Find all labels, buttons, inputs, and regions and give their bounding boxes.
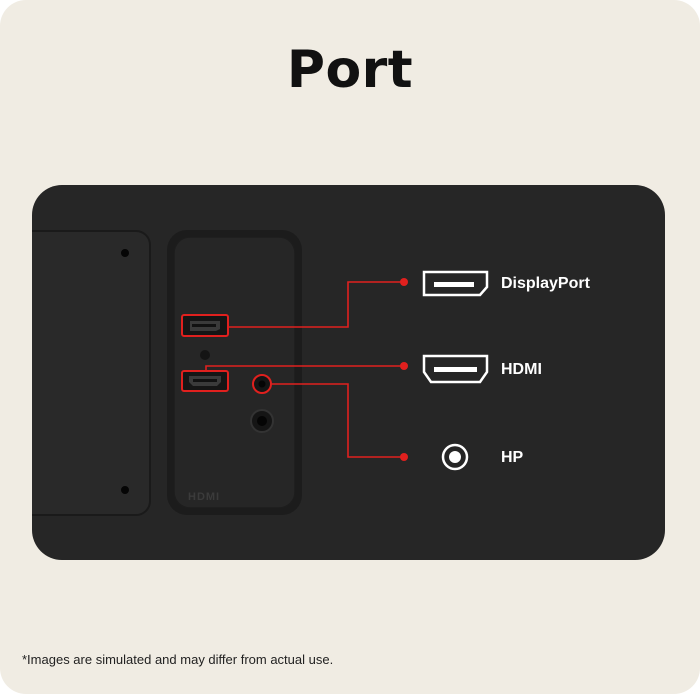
monitor-hdmi bbox=[181, 370, 229, 392]
hdmi-icon bbox=[422, 354, 489, 384]
monitor-screw bbox=[200, 350, 210, 360]
page-title: Port bbox=[286, 40, 414, 100]
hp-dot bbox=[400, 453, 408, 461]
connector-lines bbox=[205, 281, 404, 458]
monitor-displayport bbox=[181, 314, 229, 337]
hdmi-label: HDMI bbox=[501, 361, 542, 378]
displayport-dot bbox=[400, 278, 408, 286]
screw-hole-bottom bbox=[121, 486, 129, 494]
displayport-line bbox=[228, 281, 404, 328]
port-bay-imprint: HDMI bbox=[188, 491, 220, 503]
hdmi-dot bbox=[400, 362, 408, 370]
hdmi-line bbox=[205, 365, 404, 371]
displayport-label: DisplayPort bbox=[501, 275, 590, 292]
disclaimer-footnote: *Images are simulated and may differ fro… bbox=[22, 652, 334, 667]
displayport-icon bbox=[422, 270, 489, 297]
stand-mount-plate bbox=[32, 230, 151, 516]
monitor-headphone-jack bbox=[252, 374, 272, 394]
screw-hole-top bbox=[121, 249, 129, 257]
port-diagram: HDMI bbox=[32, 230, 489, 516]
hp-label: HP bbox=[501, 449, 524, 466]
hp-line bbox=[271, 383, 404, 458]
monitor-power-jack bbox=[250, 409, 274, 433]
port-bay bbox=[173, 236, 296, 509]
monitor-back-panel: HDMI DisplayPort HDMI HP bbox=[32, 185, 665, 560]
headphone-jack-icon bbox=[441, 443, 469, 471]
